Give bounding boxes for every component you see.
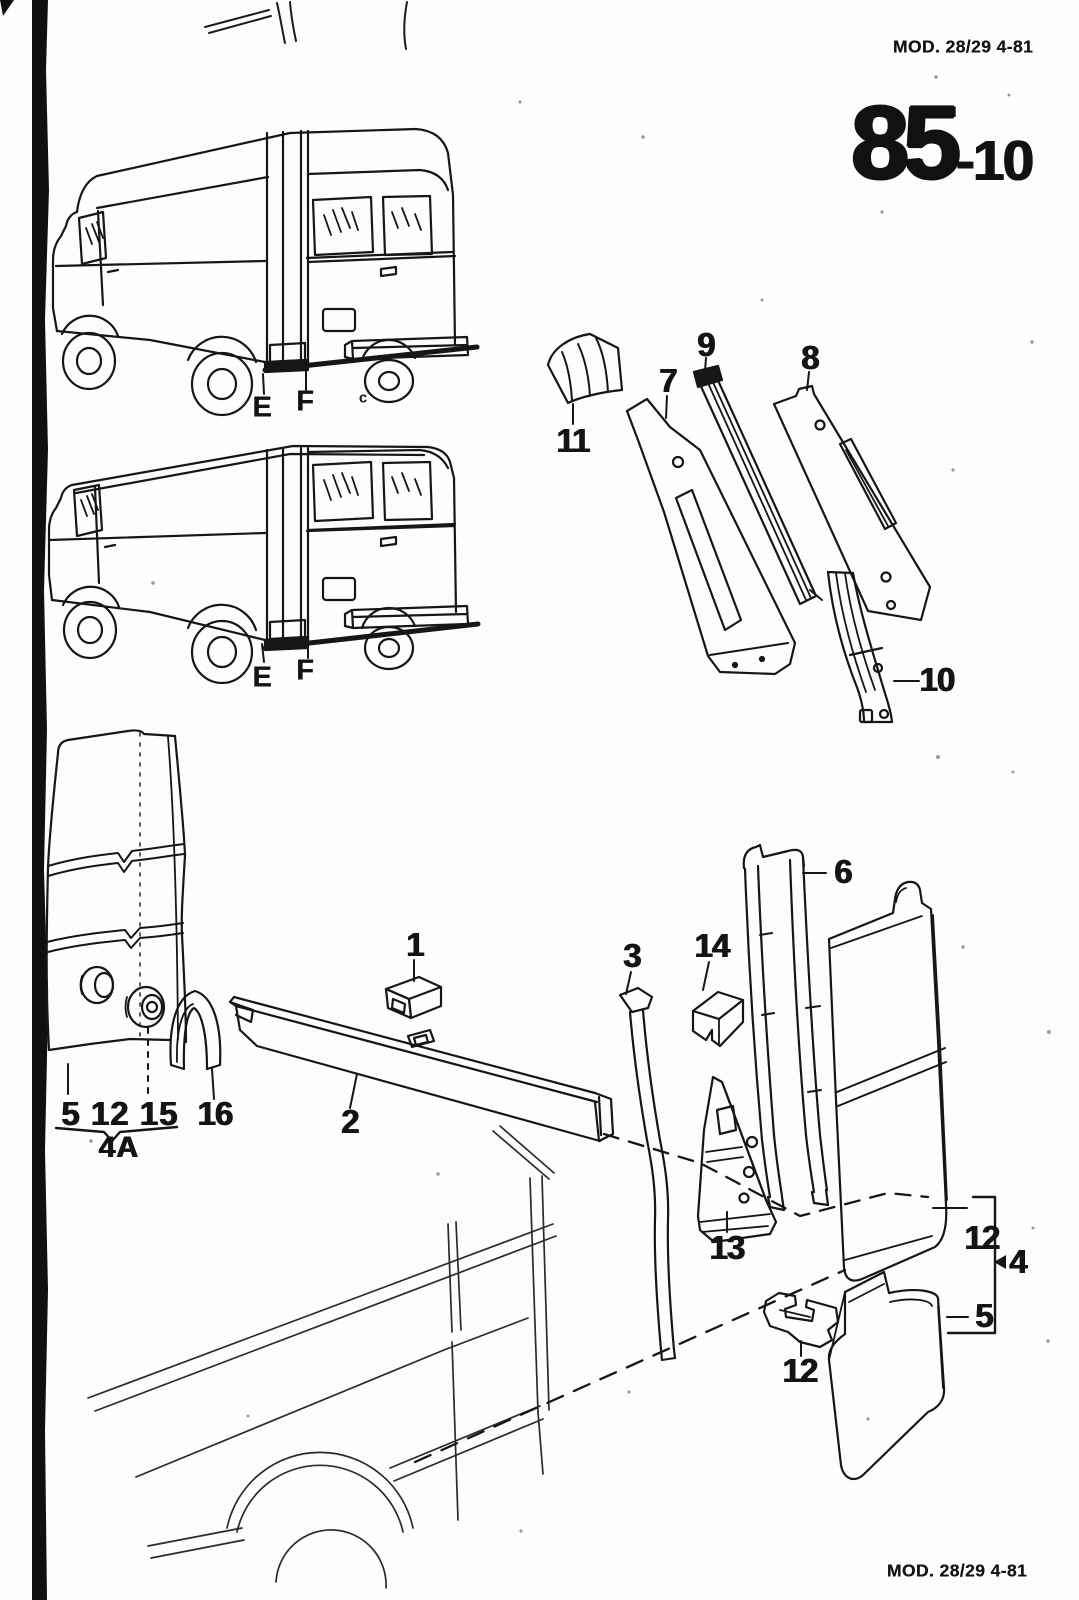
- callout-group-4a: 4A: [98, 1131, 140, 1164]
- part-6-b-pillar-drawing: [742, 843, 830, 1212]
- callout-part-16: 16: [197, 1095, 234, 1132]
- paper-specks: [89, 75, 1051, 1533]
- callout-part-12-clip: 12: [782, 1352, 819, 1389]
- van1-marker-c: c: [358, 389, 368, 407]
- header-model-code: MOD. 28/29 4-81: [892, 36, 1034, 57]
- callout-part-8: 8: [801, 339, 819, 376]
- part-9-strip-drawing: [692, 364, 823, 606]
- callout-part-1: 1: [406, 926, 424, 963]
- van-side-panel-sketch: [87, 1125, 557, 1589]
- part-10-curved-channel-drawing: [826, 570, 894, 724]
- van1-marker-e: E: [252, 391, 272, 424]
- callout-part-4: 4: [1009, 1243, 1027, 1280]
- part-2-sill-drawing: [228, 995, 615, 1143]
- section-number-main: 85: [851, 85, 961, 201]
- group-4-bracket: [946, 1195, 1006, 1335]
- scan-edge-artifacts: [0, 0, 49, 1600]
- part-5-corner-cap-drawing: [827, 1270, 946, 1481]
- callout-part-10: 10: [919, 661, 956, 698]
- van1-marker-f: F: [296, 385, 314, 418]
- callout-part-5-corner: 5: [975, 1297, 993, 1334]
- callout-part-12-panel: 12: [964, 1219, 1001, 1256]
- van-standard-roof-drawing: [47, 444, 481, 685]
- footer-model-code: MOD. 28/29 4-81: [886, 1560, 1028, 1581]
- part-14-u-clip-drawing: [691, 990, 745, 1048]
- callout-part-3: 3: [623, 937, 641, 974]
- van2-marker-f: F: [296, 654, 314, 687]
- callout-group-5-12-15: 5 12 15: [61, 1095, 179, 1132]
- corner-pillar-assembly-drawing: [45, 729, 188, 1052]
- callout-part-9: 9: [697, 326, 715, 363]
- part-12-clip-drawing: [762, 1291, 840, 1349]
- callout-leader-lines: [67, 357, 969, 1357]
- van2-marker-e: E: [252, 661, 272, 694]
- page-section-number: 85-10: [851, 85, 1034, 201]
- cropped-previous-figure-marks: [204, 1, 408, 50]
- callout-part-6: 6: [834, 853, 852, 890]
- part-7-pillar-drawing: [625, 397, 797, 676]
- callout-part-14: 14: [694, 927, 731, 964]
- callout-part-11: 11: [556, 422, 591, 459]
- part-1-bracket-drawing: [384, 975, 443, 1020]
- part-8-panel-drawing: [772, 384, 932, 622]
- part-11-roof-corner-cap-drawing: [546, 332, 624, 405]
- section-number-suffix: -10: [955, 129, 1034, 194]
- dashed-assembly-lines: [413, 1132, 930, 1464]
- part-13-gusset-drawing: [696, 1075, 778, 1244]
- rear-corner-panel-drawing: [827, 880, 948, 1282]
- part-3-strip-drawing: [618, 986, 677, 1362]
- group-4a-brace: [54, 1125, 179, 1143]
- callout-part-7: 7: [659, 362, 677, 399]
- part-16-arch-drawing: [169, 989, 222, 1071]
- callout-part-2: 2: [341, 1103, 359, 1140]
- callout-part-13: 13: [709, 1229, 746, 1266]
- van-high-roof-drawing: [51, 127, 480, 417]
